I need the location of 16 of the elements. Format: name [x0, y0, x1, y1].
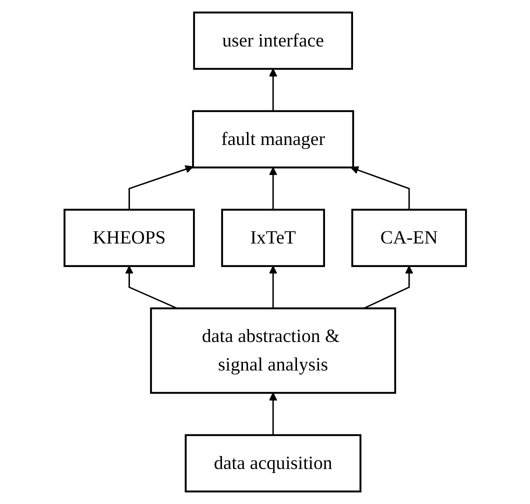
arrow — [363, 266, 413, 309]
arrow — [268, 68, 277, 112]
node-box — [63, 208, 195, 268]
node-box — [184, 434, 362, 492]
arrow — [128, 165, 194, 210]
arrow — [350, 166, 410, 210]
node-box — [150, 307, 396, 394]
node-box — [192, 110, 354, 168]
node-box — [220, 208, 325, 268]
arrow — [268, 392, 277, 436]
arrow — [124, 266, 178, 309]
arrow — [268, 266, 277, 308]
flowchart: user interface fault manager KHEOPS IxTeT CA-EN data abstraction & signal analysis data acquisition — [56, 5, 474, 499]
arrow — [268, 167, 277, 210]
node-box — [192, 12, 353, 70]
node-box — [351, 208, 467, 268]
